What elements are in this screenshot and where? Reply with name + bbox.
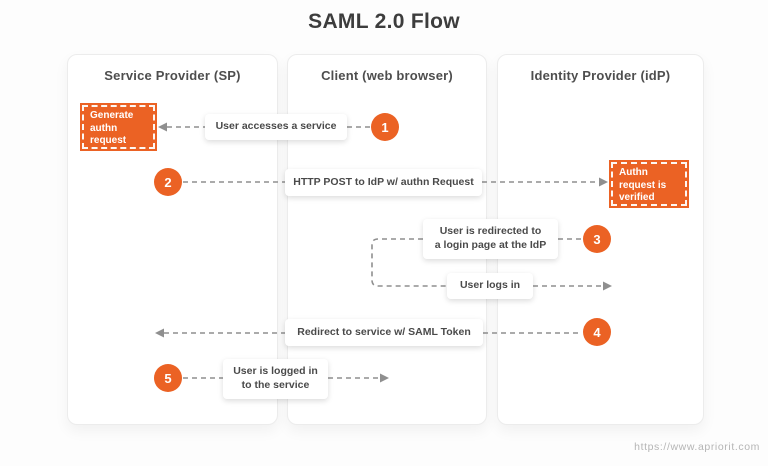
message-redirect-saml-token: Redirect to service w/ SAML Token [285, 319, 483, 346]
action-box-authn-request-verified: Authn request is verified [611, 162, 687, 206]
step-badge-5: 5 [154, 364, 182, 392]
lane-client-browser-title: Client (web browser) [321, 68, 453, 83]
step-badge-4: 4 [583, 318, 611, 346]
message-user-logged-in-service: User is logged in to the service [223, 359, 328, 399]
message-user-accesses-service: User accesses a service [205, 114, 347, 140]
message-user-logs-in: User logs in [447, 273, 533, 299]
footer-website-url: https://www.apriorit.com [634, 441, 760, 453]
step-badge-1: 1 [371, 113, 399, 141]
message-http-post-to-idp: HTTP POST to IdP w/ authn Request [285, 169, 482, 196]
step-badge-3: 3 [583, 225, 611, 253]
action-box-generate-authn-request: Generate authn request [82, 105, 155, 149]
lane-identity-provider-title: Identity Provider (idP) [530, 68, 671, 83]
page-title: SAML 2.0 Flow [308, 10, 460, 33]
lane-service-provider-title: Service Provider (SP) [104, 68, 241, 83]
step-badge-2: 2 [154, 168, 182, 196]
message-user-redirected-login: User is redirected to a login page at th… [423, 219, 558, 259]
